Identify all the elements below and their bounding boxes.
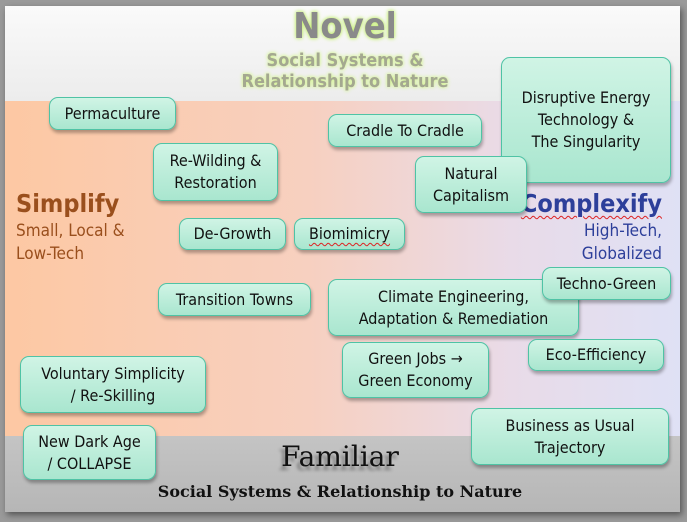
box-biomimicry: Biomimicry: [294, 218, 405, 250]
box-rewilding: Re-Wilding & Restoration: [153, 143, 278, 201]
complexify-title: Complexify: [520, 189, 662, 218]
familiar-subtitle: Social Systems & Relationship to Nature: [157, 482, 523, 501]
slide: Novel Social Systems & Relationship to N…: [5, 6, 680, 512]
box-transition-towns: Transition Towns: [158, 283, 311, 316]
box-eco-efficiency: Eco-Efficiency: [528, 339, 664, 371]
box-cradle-to-cradle: Cradle To Cradle: [328, 114, 482, 147]
box-techno-green: Techno-Green: [542, 267, 671, 300]
box-voluntary-simplicity: Voluntary Simplicity / Re-Skilling: [20, 356, 206, 413]
box-de-growth: De-Growth: [179, 218, 286, 250]
simplify-subtitle: Small, Local & Low-Tech: [16, 221, 125, 264]
familiar-title: Familiar: [281, 440, 399, 473]
box-disruptive-energy: Disruptive Energy Technology & The Singu…: [501, 57, 671, 183]
novel-title: Novel: [293, 6, 397, 47]
biomimicry-label: Biomimicry: [308, 224, 391, 243]
box-permaculture: Permaculture: [49, 97, 176, 130]
box-green-jobs: Green Jobs → Green Economy: [342, 342, 489, 398]
box-new-dark-age: New Dark Age / COLLAPSE: [23, 425, 156, 480]
novel-subtitle: Social Systems & Relationship to Nature: [241, 50, 449, 92]
box-climate-engineering: Climate Engineering, Adaptation & Remedi…: [328, 279, 579, 336]
simplify-title: Simplify: [16, 189, 120, 218]
box-natural-capitalism: Natural Capitalism: [415, 156, 527, 213]
complexify-subtitle: High-Tech, Globalized: [581, 221, 662, 264]
box-business-as-usual: Business as Usual Trajectory: [471, 408, 669, 465]
